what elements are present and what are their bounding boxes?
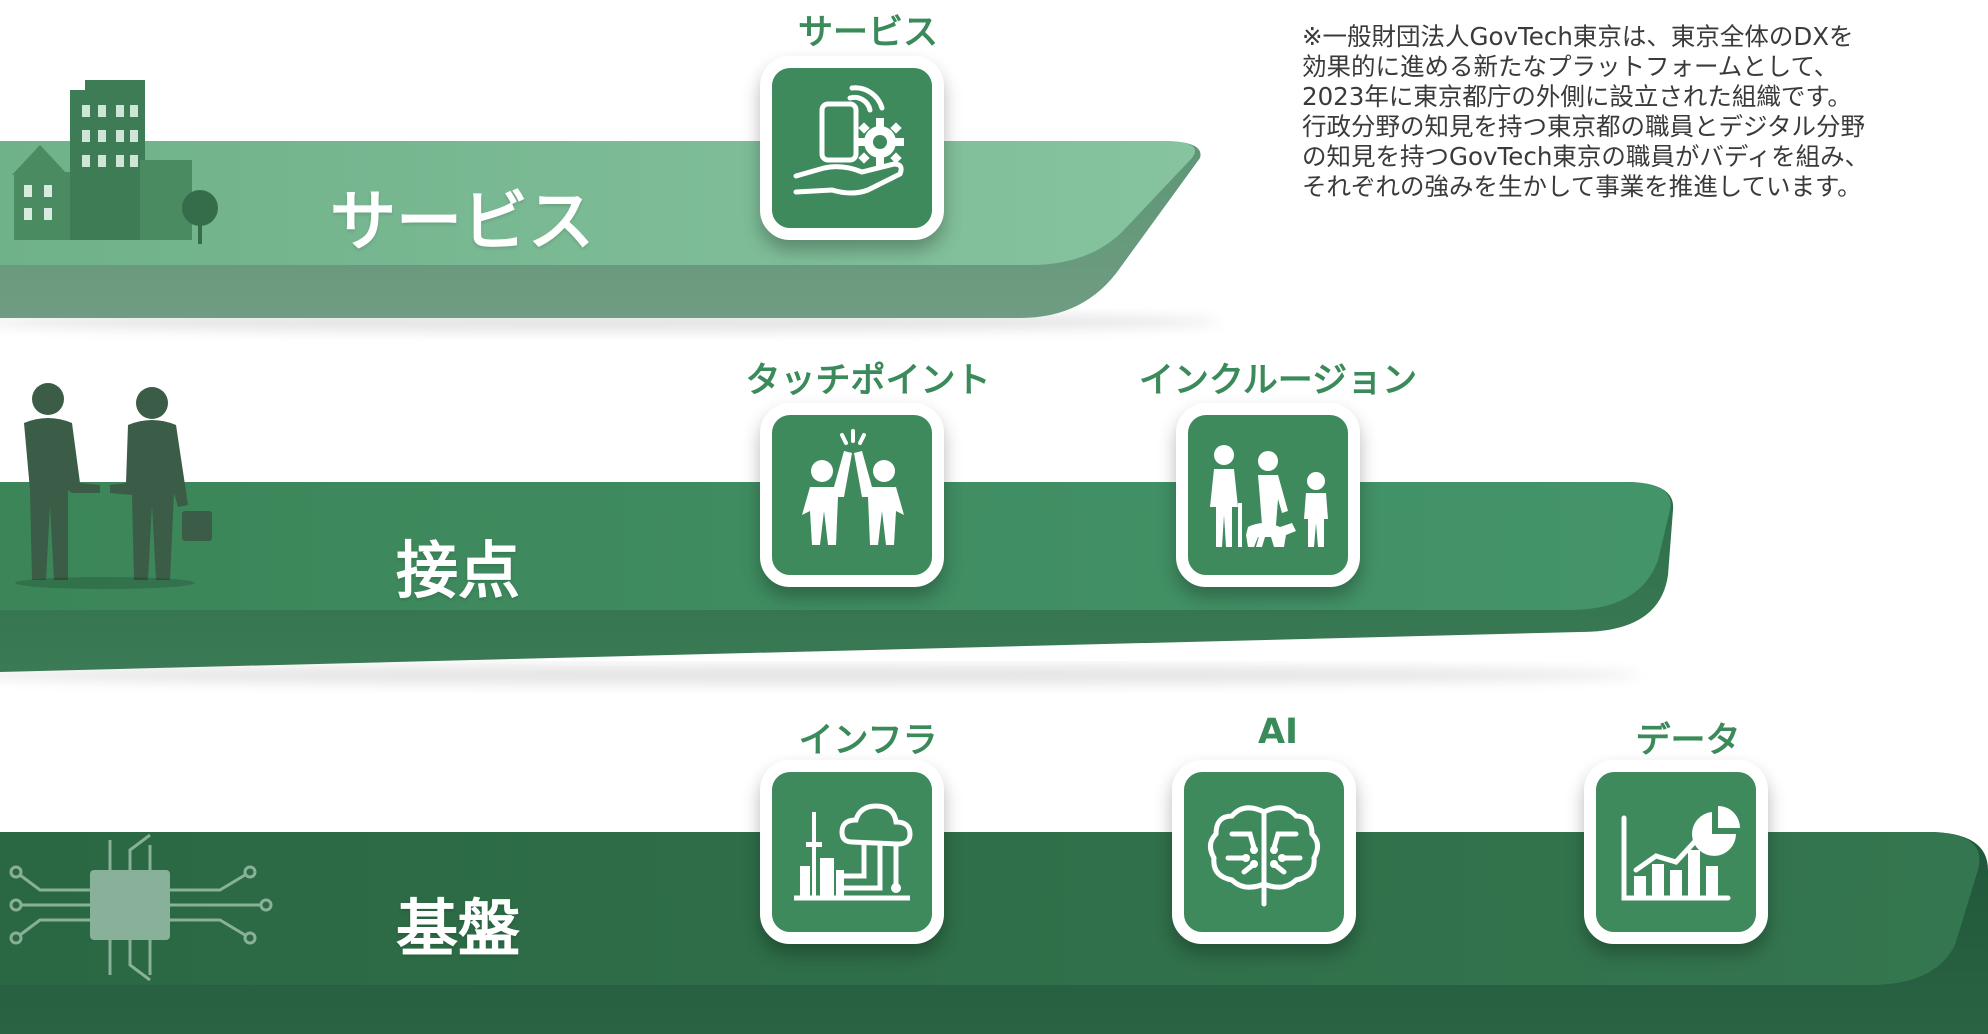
card-infra — [760, 760, 944, 944]
card-title-ai: AI — [1257, 712, 1299, 752]
card-inclusion — [1176, 403, 1360, 587]
govtech-note: ※一般財団法人GovTech東京は、東京全体のDXを 効果的に進める新たなプラッ… — [1302, 22, 1982, 202]
circuit-chip-icon — [9, 833, 273, 982]
card-ai — [1172, 760, 1356, 944]
cloud-city-icon — [794, 803, 913, 901]
note-line: の知見を持つGovTech東京の職員がバディを組み、 — [1302, 142, 1870, 171]
note-line: ※一般財団法人GovTech東京は、東京全体のDXを — [1302, 22, 1854, 51]
layer-label-foundation: 基盤 — [396, 892, 521, 965]
smartphone-gear-hand-icon — [793, 85, 904, 196]
card-title-service: サービス — [797, 13, 938, 53]
card-touchpoint — [760, 403, 944, 587]
card-title-infra: インフラ — [798, 721, 938, 761]
note-line: それぞれの強みを生かして事業を推進しています。 — [1302, 172, 1862, 201]
buildings-icon — [12, 80, 218, 244]
layer-label-touchpoint: 接点 — [396, 534, 521, 607]
card-title-inclusion: インクルージョン — [1138, 361, 1418, 401]
note-line: 効果的に進める新たなプラットフォームとして、 — [1302, 52, 1839, 81]
note-line: 2023年に東京都庁の外側に設立された組織です。 — [1302, 82, 1852, 111]
layer-label-service: サービス — [330, 183, 594, 260]
card-title-touchpoint: タッチポイント — [745, 361, 991, 401]
card-service — [760, 56, 944, 240]
bar-chart-icon — [1621, 806, 1740, 901]
card-data — [1584, 760, 1768, 944]
card-title-data: データ — [1635, 721, 1741, 761]
note-line: 行政分野の知見を持つ東京都の職員とデジタル分野 — [1302, 112, 1866, 141]
handshake-icon — [15, 383, 212, 589]
diverse-people-icon — [1210, 445, 1328, 547]
brain-circuit-icon — [1208, 805, 1320, 907]
high-five-icon — [802, 429, 904, 545]
